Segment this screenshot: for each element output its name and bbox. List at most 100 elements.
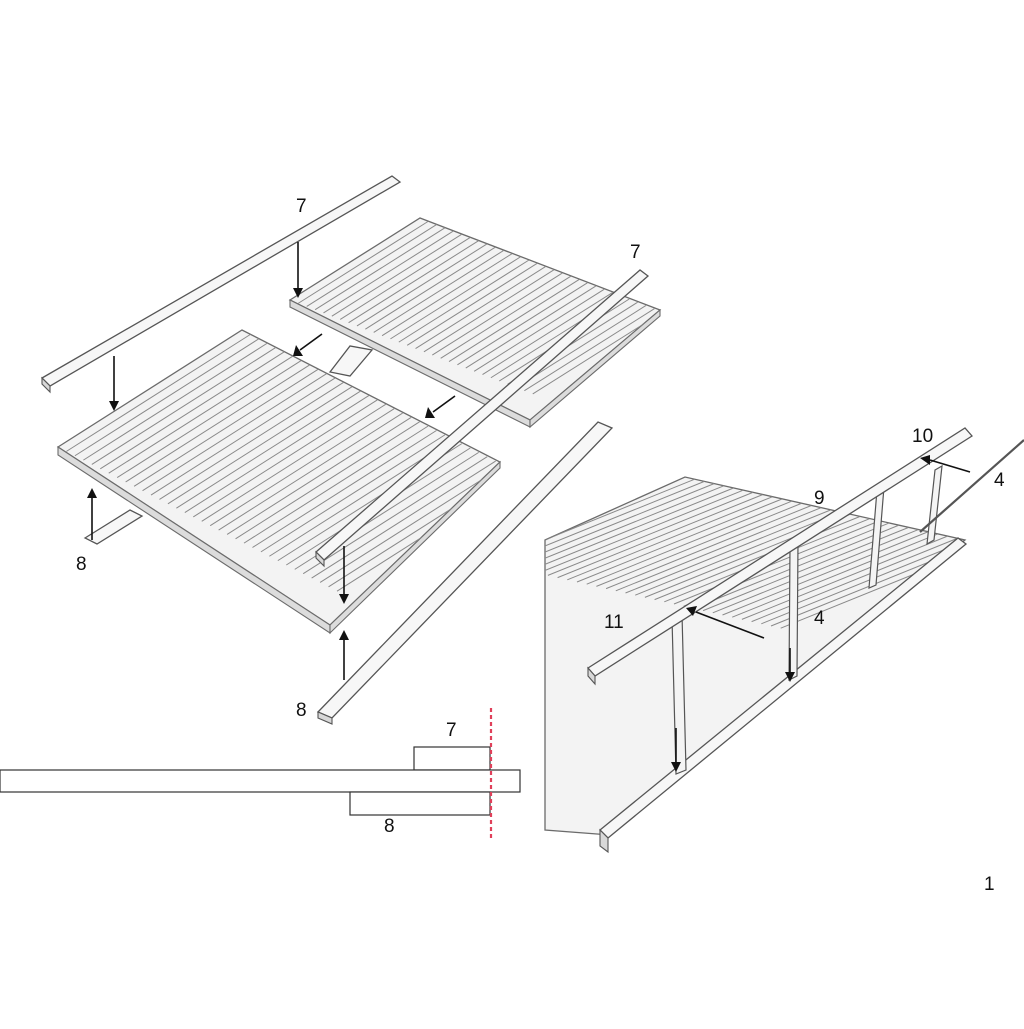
deck-plank — [150, 377, 336, 496]
section-deck-board — [0, 769, 521, 793]
deck-plank — [576, 498, 783, 583]
label-post-4-mid: 4 — [814, 608, 825, 629]
deck-plank — [532, 311, 660, 395]
deck-plank — [252, 430, 437, 548]
deck-plank — [133, 368, 319, 487]
label-bearer-8-left: 8 — [76, 554, 87, 575]
deck-plank — [159, 382, 344, 500]
deck-plank — [390, 256, 521, 340]
label-bearer-8-bottom: 8 — [296, 700, 307, 721]
deck-plank — [226, 416, 412, 535]
deck-plank — [440, 275, 571, 359]
deck-plank — [209, 408, 395, 527]
deck-plank — [74, 338, 260, 457]
deck-plank — [605, 505, 812, 590]
deck-plank — [193, 399, 378, 518]
deck-plank — [66, 333, 251, 452]
deck-plank — [545, 485, 724, 570]
deck-plank — [545, 480, 705, 565]
deck-plank — [473, 288, 605, 372]
deck-plank — [524, 308, 655, 392]
deck-plank — [567, 496, 773, 581]
assembly-arrows — [87, 242, 456, 680]
part-labels: 7 7 8 8 7 8 10 4 9 11 4 1 — [76, 196, 1005, 895]
rail-7-top-left — [40, 175, 402, 394]
deck-plank — [235, 421, 420, 540]
label-rail-7-top-right: 7 — [630, 242, 641, 263]
deck-plank — [365, 246, 496, 330]
deck-plank — [331, 233, 463, 317]
railing-post — [926, 464, 943, 546]
deck-plank — [423, 269, 555, 353]
deck-plank — [319, 465, 500, 583]
deck-plank — [323, 230, 454, 314]
deck-plank — [381, 253, 513, 337]
deck-plank — [125, 364, 310, 483]
deck-plank — [339, 237, 471, 320]
deck-plank — [142, 373, 327, 492]
deck-plank — [465, 285, 597, 369]
connecting-joist — [328, 345, 374, 377]
deck-plank — [348, 240, 479, 324]
label-rail-9: 9 — [814, 488, 825, 509]
bearer-8-left — [83, 509, 144, 545]
deck-plank — [557, 494, 763, 579]
deck-plank — [314, 227, 446, 311]
deck-plank — [545, 487, 734, 572]
deck-plank — [167, 386, 353, 505]
deck-plank — [91, 347, 277, 465]
deck-plank — [415, 266, 546, 350]
deck-plank — [596, 502, 802, 587]
deck-plank — [398, 259, 530, 343]
deck-plank — [625, 509, 831, 594]
bearer-8-long — [316, 421, 614, 725]
deck-plank — [83, 342, 268, 461]
deck-plank — [741, 535, 948, 620]
deck-plank — [432, 272, 563, 356]
deck-plank — [243, 425, 429, 544]
deck-plank — [260, 434, 446, 553]
deck-plank — [306, 224, 438, 307]
deck-plank — [547, 491, 754, 576]
page-number: 1 — [984, 874, 995, 895]
label-section-8: 8 — [384, 816, 395, 837]
label-post-4-right: 4 — [994, 470, 1005, 491]
deck-plank — [448, 279, 580, 362]
deck-panel-back — [288, 217, 662, 429]
deck-plank — [545, 483, 715, 568]
deck-plank — [732, 533, 938, 618]
deck-plank — [373, 249, 504, 333]
deck-plank — [108, 355, 293, 474]
deck-plank — [586, 500, 792, 585]
deck-plank — [218, 412, 403, 531]
deck-perspective — [544, 427, 1024, 854]
deck-plank — [311, 460, 496, 579]
deck-plank — [635, 511, 841, 596]
deck-plank — [712, 529, 918, 614]
label-section-7: 7 — [446, 720, 457, 741]
deck-plank — [176, 390, 361, 509]
deck-plank — [615, 507, 821, 592]
label-handrail-10: 10 — [912, 426, 933, 447]
deck-plank — [654, 516, 860, 601]
deck-plank — [482, 292, 613, 375]
deck-plank — [100, 351, 285, 470]
deck-panel-front — [56, 329, 502, 635]
deck-plank — [545, 489, 744, 574]
label-rail-7-top-left: 7 — [296, 196, 307, 217]
deck-plank — [201, 403, 387, 522]
deck-plank — [545, 478, 695, 563]
deck-plank — [406, 262, 538, 346]
deck-plank — [116, 360, 302, 479]
deck-plank — [457, 282, 588, 366]
deck-plank — [184, 395, 370, 513]
handrail-lower-end — [919, 439, 1024, 533]
deck-plank — [298, 220, 429, 304]
deck-plank — [515, 305, 647, 388]
cross-section — [0, 708, 521, 838]
label-rail-11: 11 — [604, 612, 624, 633]
deck-plank — [722, 531, 928, 616]
deck-plank — [302, 456, 488, 575]
rail-7-diagonal — [315, 269, 650, 568]
